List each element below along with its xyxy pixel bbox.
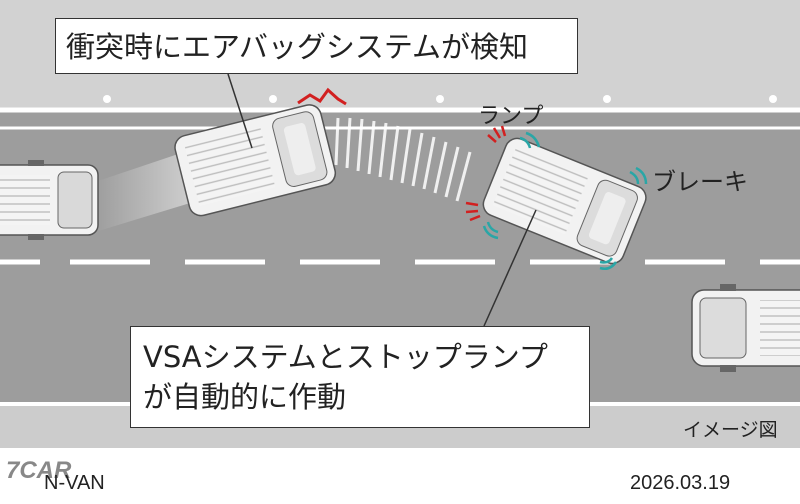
brake-indicator (482, 131, 648, 270)
vehicle-model: N-VAN (44, 472, 105, 494)
airbag-detect-text: 衝突時にエアバッグシステムが検知 (66, 30, 528, 64)
brake-label: ブレーキ (652, 168, 748, 196)
impact-mark (297, 87, 347, 106)
vsa-text-line1: VSAシステムとストップランプ (143, 340, 548, 374)
vehicle-collision (174, 104, 337, 217)
vsa-text-line2: が自動的に作動 (143, 380, 347, 414)
lamp-label: ランプ (478, 104, 544, 129)
stop-lamp-indicator (465, 125, 507, 222)
airbag-detect-callout: 衝突時にエアバッグシステムが検知 (55, 18, 578, 74)
deflection-path (334, 117, 472, 202)
motion-trail (95, 150, 200, 232)
vsa-callout: VSAシステムとストップランプ が自動的に作動 (130, 326, 590, 428)
footer (0, 448, 800, 504)
site-logo: 7CAR (6, 457, 72, 484)
leader-line-top (227, 73, 253, 149)
publish-date: 2026.03.19 (630, 472, 731, 494)
vehicle-vsa (482, 137, 647, 265)
leader-line-bottom (483, 209, 537, 327)
site-logo-text: 7CAR (6, 457, 72, 484)
image-note-label: イメージ図 (683, 419, 778, 441)
vehicle-adjacent-lane (691, 284, 800, 372)
roadside-posts (103, 95, 777, 103)
vehicle-following (0, 160, 99, 240)
